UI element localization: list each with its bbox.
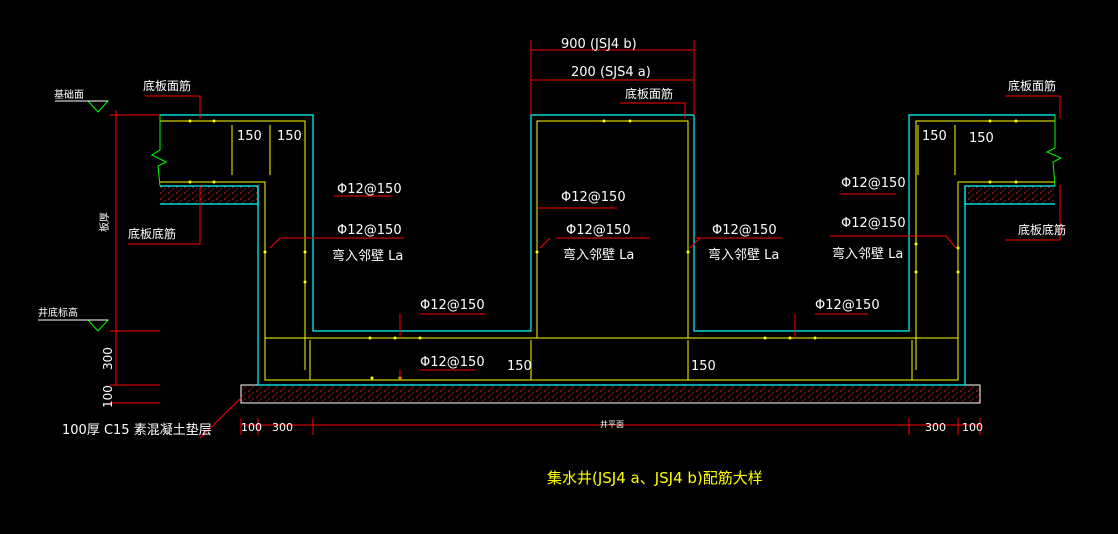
level-marker-bottom — [86, 319, 110, 332]
label-cushion-note: 100厚 C15 素混凝土垫层 — [62, 422, 212, 438]
anchor-mid: 弯入邻壁 La — [563, 247, 634, 263]
dim-bottom-right-100: 100 — [962, 421, 983, 434]
dim-width-top: 900 (JSJ4 b) — [561, 37, 637, 52]
bar-left-1: Φ12@150 — [337, 182, 402, 197]
dim-lap-left-2: 150 — [277, 129, 302, 144]
dim-width-bottom: 200 (SJS4 a) — [571, 65, 651, 80]
dim-bottom-left-300: 300 — [272, 421, 293, 434]
drawing-title: 集水井(JSJ4 a、JSJ4 b)配筋大样 — [547, 469, 763, 487]
label-left-top-rebar: 底板面筋 — [143, 78, 191, 93]
bar-left-2: Φ12@150 — [337, 223, 402, 238]
rebar-dots — [188, 119, 1018, 380]
label-pit-plan: 井平面 — [600, 419, 624, 429]
bar-mid-2: Φ12@150 — [566, 223, 631, 238]
anchor-right-mid: 弯入邻壁 La — [708, 247, 779, 263]
concrete-cushion — [240, 384, 981, 404]
rebar-lines — [160, 120, 1055, 381]
left-break-symbol — [150, 115, 168, 187]
dim-wall-left: 150 — [507, 359, 532, 374]
anchor-right: 弯入邻壁 La — [832, 246, 903, 262]
dim-cushion: 100 — [101, 385, 115, 408]
dim-pit-depth: 300 — [101, 347, 115, 370]
label-mid-top-rebar: 底板面筋 — [625, 86, 673, 101]
dimension-lines — [110, 40, 1061, 439]
dim-lap-right-2: 150 — [969, 131, 994, 146]
label-right-bottom-rebar: 底板底筋 — [1018, 222, 1066, 237]
dim-lap-right-1: 150 — [922, 129, 947, 144]
bar-right-1: Φ12@150 — [841, 176, 906, 191]
label-slab-top-level: 基础面 — [54, 88, 84, 101]
label-pit-bottom-level: 井底标高 — [38, 306, 78, 319]
label-right-top-rebar: 底板面筋 — [1008, 78, 1056, 93]
left-slab-hatch — [160, 186, 258, 204]
slab-outline — [160, 114, 1055, 386]
bar-floor-right-top: Φ12@150 — [815, 298, 880, 313]
right-slab-hatch — [965, 186, 1055, 204]
bar-mid-1: Φ12@150 — [561, 190, 626, 205]
level-marker-top — [86, 100, 110, 113]
anchor-left: 弯入邻壁 La — [332, 248, 403, 264]
right-break-symbol — [1045, 115, 1063, 187]
label-left-bottom-rebar: 底板底筋 — [128, 226, 176, 241]
dim-lap-left-1: 150 — [237, 129, 262, 144]
dim-wall-right: 150 — [691, 359, 716, 374]
bar-right-2: Φ12@150 — [841, 216, 906, 231]
bar-right-mid-1: Φ12@150 — [712, 223, 777, 238]
label-slab-thickness: 板厚 — [98, 212, 111, 232]
bar-floor-left-top: Φ12@150 — [420, 298, 485, 313]
bar-floor-left-bottom: Φ12@150 — [420, 355, 485, 370]
dim-bottom-right-300: 300 — [925, 421, 946, 434]
dim-bottom-left-100: 100 — [241, 421, 262, 434]
